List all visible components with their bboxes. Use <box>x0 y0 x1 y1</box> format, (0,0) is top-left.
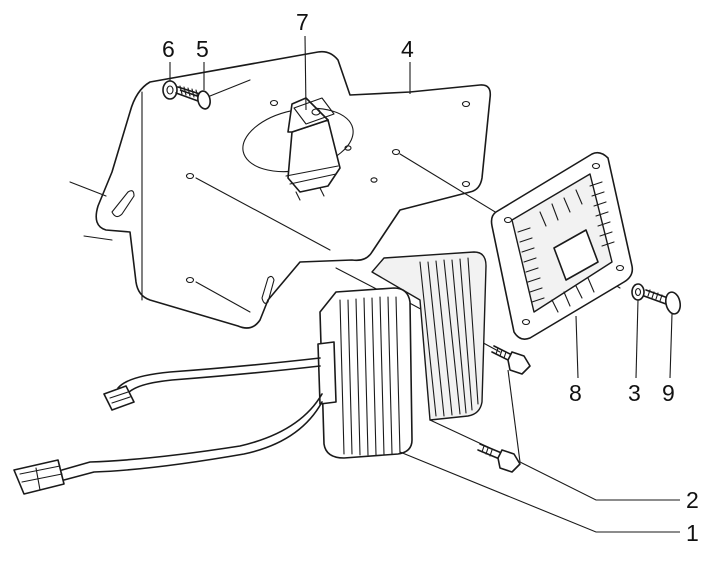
connector-small <box>103 385 135 411</box>
washer-part-3 <box>631 283 645 301</box>
callout-1: 1 <box>686 520 699 546</box>
bolt-part-2-lower <box>477 443 521 473</box>
regulator-part-1 <box>317 251 487 459</box>
callout-5: 5 <box>196 36 209 62</box>
callout-2: 2 <box>686 487 699 513</box>
heat-sink-part-8 <box>490 151 634 340</box>
callout-leaders <box>169 35 680 533</box>
callout-labels: 6 5 7 4 8 3 9 2 1 <box>162 9 699 546</box>
callout-3: 3 <box>628 380 641 406</box>
relay-part-7 <box>285 97 341 201</box>
mounting-plate <box>95 50 492 329</box>
connector-large <box>13 459 65 495</box>
callout-6: 6 <box>162 36 175 62</box>
callout-9: 9 <box>662 380 675 406</box>
washer-part-6 <box>162 80 178 100</box>
screw-part-9 <box>643 289 682 315</box>
callout-7: 7 <box>296 9 309 35</box>
bolt-part-2-upper <box>491 345 531 375</box>
screw-part-5 <box>175 85 211 110</box>
callout-4: 4 <box>401 36 414 62</box>
callout-8: 8 <box>569 380 582 406</box>
cable-harness <box>61 357 323 481</box>
